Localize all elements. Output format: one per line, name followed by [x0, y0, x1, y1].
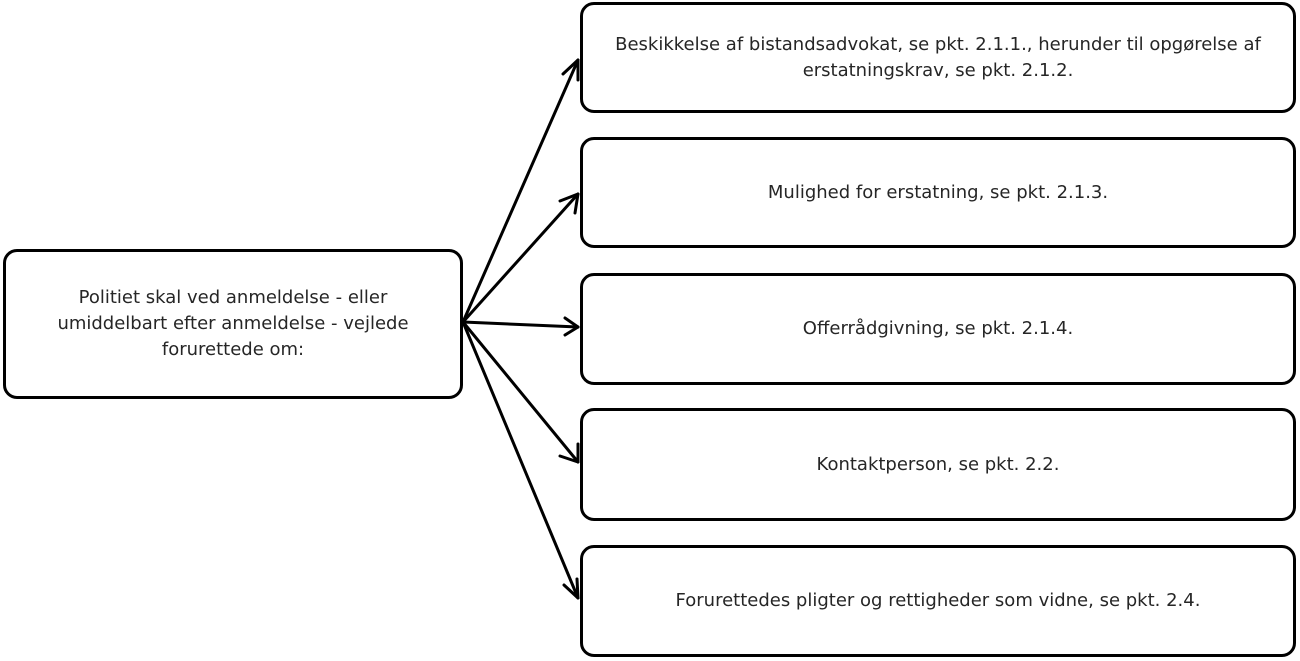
target-box-vidne: Forurettedes pligter og rettigheder som … [580, 545, 1296, 657]
arrow-to-item-1 [461, 58, 580, 324]
source-box: Politiet skal ved anmeldelse - eller umi… [3, 249, 463, 399]
target-text-3: Offerrådgivning, se pkt. 2.1.4. [802, 318, 1074, 339]
arrow-to-item-4 [461, 320, 580, 464]
arrow-to-item-3 [461, 316, 580, 337]
target-box-kontaktperson: Kontaktperson, se pkt. 2.2. [580, 408, 1296, 521]
source-text: Politiet skal ved anmeldelse - eller umi… [57, 287, 409, 360]
arrow-to-item-5 [461, 320, 580, 600]
target-box-bistandsadvokat: Beskikkelse af bistandsadvokat, se pkt. … [580, 2, 1296, 113]
target-text-4: Kontaktperson, se pkt. 2.2. [816, 453, 1060, 475]
target-text-5: Forurettedes pligter og rettigheder som … [675, 590, 1201, 611]
target-box-erstatning: Mulighed for erstatning, se pkt. 2.1.3. [580, 137, 1296, 248]
target-text-1: Beskikkelse af bistandsadvokat, se pkt. … [615, 33, 1261, 81]
target-box-offerraadgivning: Offerrådgivning, se pkt. 2.1.4. [580, 273, 1296, 385]
arrow-to-item-2 [461, 192, 580, 324]
target-text-2: Mulighed for erstatning, se pkt. 2.1.3. [767, 181, 1109, 203]
